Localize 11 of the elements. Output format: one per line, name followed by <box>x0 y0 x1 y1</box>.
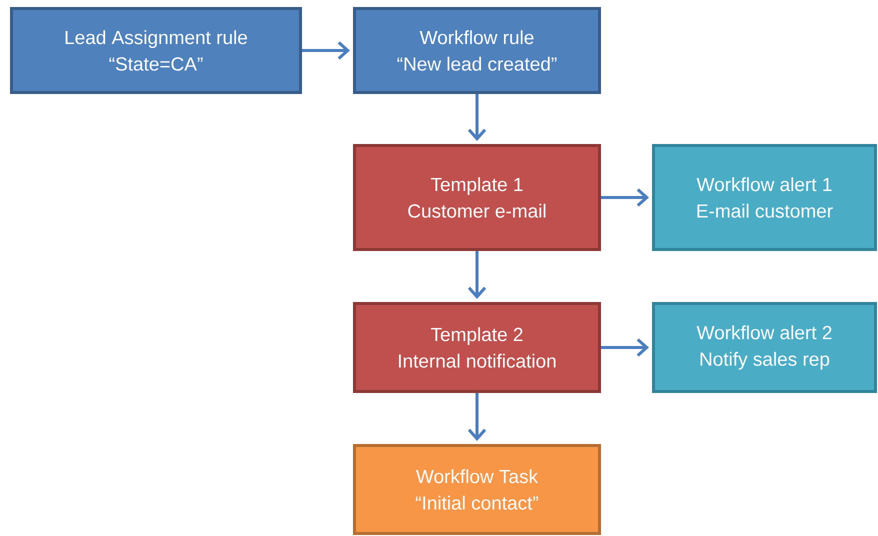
template-box: Template 1 Customer e-mail <box>353 144 601 251</box>
arrow <box>468 251 486 299</box>
arrow <box>601 338 649 357</box>
arrow <box>468 393 486 441</box>
arrow <box>302 41 350 60</box>
template-box: Template 2 Internal notification <box>353 302 601 393</box>
arrow <box>601 188 649 207</box>
arrow <box>468 94 486 141</box>
task-box: Workflow Task “Initial contact” <box>353 444 601 535</box>
alert-box: Workflow alert 2 Notify sales rep <box>652 302 877 393</box>
alert-box: Workflow alert 1 E-mail customer <box>652 144 877 251</box>
